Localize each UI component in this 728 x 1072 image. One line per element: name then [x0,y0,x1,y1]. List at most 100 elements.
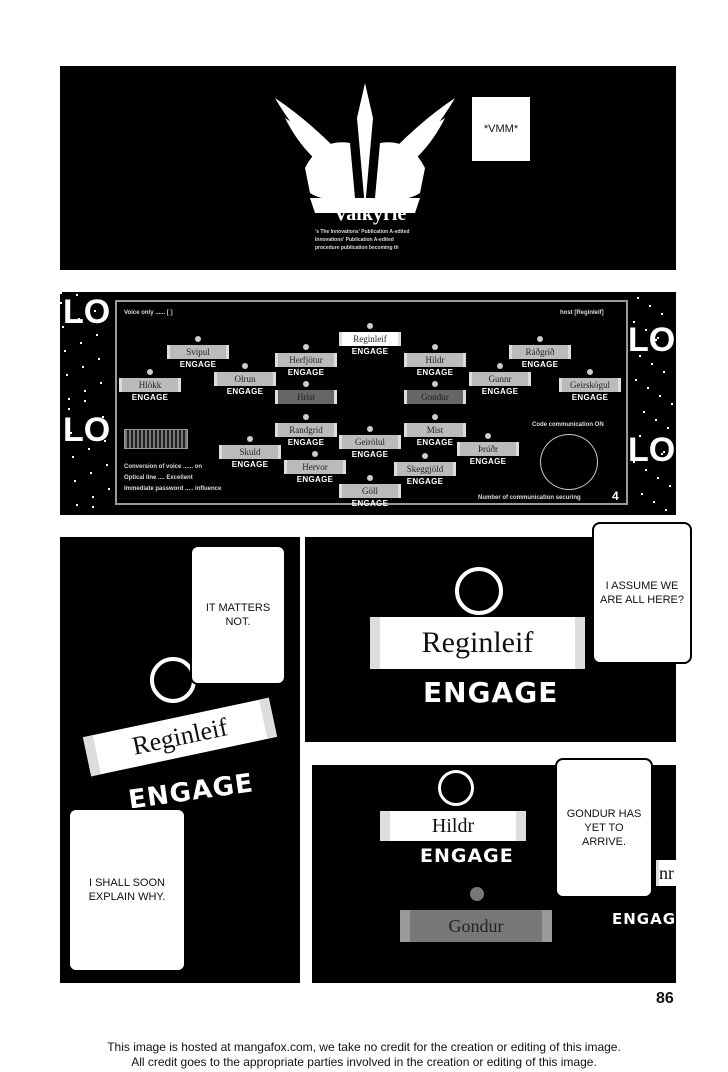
star [66,374,68,376]
star [64,350,66,352]
node-tag: Ráðgríð [509,345,571,359]
star [74,480,76,482]
node-dot [432,414,438,420]
star [655,339,657,341]
node-state: ENGAGE [287,368,325,377]
speech-bubble: I ASSUME WE ARE ALL HERE? [592,522,692,664]
star [106,464,108,466]
star [92,496,94,498]
star [633,461,635,463]
star [98,358,100,360]
conversion-text: Conversion of voice ...... on [124,464,203,470]
panel-1: Valkyrie 's The Innovations' Publication… [60,66,676,270]
node-tag: Svipul [167,345,229,359]
node-state: ENGAGE [481,387,519,396]
star [643,411,645,413]
node-dot [242,363,248,369]
target-icon [455,567,503,615]
star [86,424,88,426]
star [661,313,663,315]
node-dot [537,336,543,342]
star [88,448,90,450]
speech-bubble-vmm: *VMM* [470,95,532,163]
node-tag: Gondur [404,390,466,404]
star [92,506,94,508]
partial-engage: ENGAG [612,910,676,928]
monitor-frame [115,300,628,505]
node-dot [432,344,438,350]
node-state: ENGAGE [231,460,269,469]
node-dot [432,381,438,387]
node-state: ENGAGE [179,360,217,369]
node-tag: Mist [404,423,466,437]
node-tag: Geirölul [339,435,401,449]
star [639,355,641,357]
node-state: ENGAGE [521,360,559,369]
node-dot [422,453,428,459]
num-comm-value: 4 [612,489,619,503]
node-dot [367,426,373,432]
star [663,451,665,453]
star [78,318,80,320]
page-number: 86 [656,990,674,1007]
star [60,292,62,294]
star [80,342,82,344]
voice-only-text: Voice only ...... [ ] [124,310,173,316]
star [641,493,643,495]
logo-text: Valkyrie [333,203,407,225]
star [669,345,671,347]
logo-subtext: procedure publication becoming th [315,245,399,251]
star [102,416,104,418]
node-tag: Randgrid [275,423,337,437]
star [649,305,651,307]
node-dot [497,363,503,369]
engage-text: ENGAGE [423,676,559,709]
engage-text: ENGAGE [420,845,514,867]
star [100,382,102,384]
star [647,387,649,389]
node-tag: Hrist [275,390,337,404]
node-state: ENGAGE [416,438,454,447]
target-icon [438,770,474,806]
star [82,366,84,368]
star [637,297,639,299]
logo-subtext: 's The Innovations' Publication A-edited [315,229,410,235]
node-state: ENGAGE [131,393,169,402]
star [72,456,74,458]
star [60,302,62,304]
node-state: ENGAGE [351,347,389,356]
star [651,443,653,445]
hildr-tag: Hildr [380,811,526,841]
sfx-lo: LO [63,411,111,449]
radar-circle [540,434,598,490]
node-tag: Hlökk [119,378,181,392]
node-dot [303,381,309,387]
node-dot [312,451,318,457]
star [633,321,635,323]
node-tag: Geirskögul [559,378,621,392]
node-tag: Skeggjöld [394,462,456,476]
star [68,398,70,400]
node-dot [367,323,373,329]
node-dot [587,369,593,375]
node-tag: Reginleif [339,332,401,346]
valkyrie-emblem-icon [275,83,455,213]
node-state: ENGAGE [469,457,507,466]
status-dot [470,887,484,901]
partial-tag: nr [656,860,676,886]
reginleif-tag: Reginleif [370,617,585,669]
star [653,501,655,503]
password-text: Immediate password ..... influence [124,486,222,492]
panel-2-network: Voice only ...... [ ] Conversion of voic… [60,292,676,515]
footer-line: This image is hosted at mangafox.com, we… [107,1040,621,1054]
star [663,371,665,373]
sfx-lo: LO [63,293,111,331]
star [669,485,671,487]
node-tag: Þrúðr [457,442,519,456]
star [76,294,78,296]
node-tag: Gunnr [469,372,531,386]
star [90,472,92,474]
logo-subtext: Innovations' Publication A-edited [315,237,394,243]
star [68,408,70,410]
star [645,469,647,471]
